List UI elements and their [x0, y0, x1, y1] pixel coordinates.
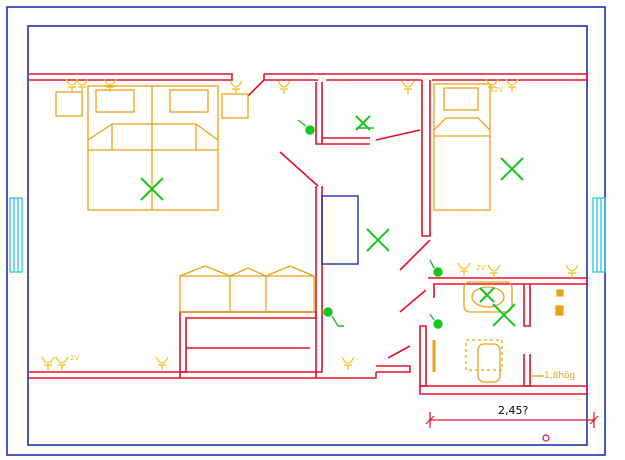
- switch-icon: [429, 313, 443, 329]
- wardrobe: [179, 265, 315, 313]
- outlet-icon: [565, 264, 579, 278]
- walls: [28, 73, 588, 395]
- outlet-tag-left: 2V: [70, 354, 79, 362]
- outlet-tag-right: 2V: [494, 86, 503, 94]
- x-cross-icon: [366, 228, 390, 252]
- dimension-line: [425, 412, 599, 442]
- switch-icon: [297, 119, 315, 135]
- south-wall: [28, 365, 588, 395]
- outlet-icon: [485, 78, 499, 92]
- outlet-icon: [457, 262, 471, 276]
- dimension-label: 2,45?: [498, 404, 528, 417]
- wall-outlets: [41, 78, 579, 370]
- toilet: [465, 339, 503, 383]
- x-cross-icon: [500, 157, 524, 181]
- door-swing-lines: [247, 79, 411, 359]
- outlet-icon: [41, 356, 55, 370]
- outlet-tag-bath: 2V: [476, 264, 485, 272]
- double-bed: [87, 85, 219, 211]
- outlet-icon: [65, 78, 79, 92]
- ceiling-lights: [140, 115, 524, 327]
- window-left: [9, 197, 23, 273]
- single-bed: [433, 83, 491, 211]
- nightstand-right: [221, 93, 249, 119]
- windows: [9, 197, 606, 273]
- bath-sink: [463, 281, 513, 313]
- closet-walls: [179, 311, 317, 373]
- marker-circle: [542, 434, 550, 442]
- bath-fixture: [555, 289, 564, 316]
- outlet-icon: [401, 80, 415, 94]
- closet-box: [321, 195, 359, 265]
- window-right: [592, 197, 606, 273]
- outlet-icon: [341, 356, 355, 370]
- height-note-label: 1,8hög: [544, 371, 575, 381]
- switch-icon: [323, 307, 344, 327]
- corridor-walls: [279, 80, 431, 373]
- switches: [297, 119, 443, 329]
- x-cross-icon: [479, 287, 495, 303]
- nightstand-left: [55, 91, 83, 117]
- outlet-icon: [505, 78, 519, 92]
- outlet-icon: [75, 78, 89, 92]
- furniture: [55, 83, 564, 383]
- inner-border: [27, 25, 588, 446]
- north-wall: [28, 73, 588, 81]
- outlet-icon: [103, 78, 117, 92]
- outlet-icon: [487, 264, 501, 278]
- x-cross-icon: [140, 177, 164, 201]
- outlet-icon: [155, 356, 169, 370]
- switch-icon: [429, 259, 443, 277]
- bathroom-walls: [399, 277, 588, 387]
- x-cross-icon: [492, 303, 516, 327]
- outlet-icon: [55, 356, 69, 370]
- outlet-icon: [277, 80, 291, 94]
- outlet-icon: [229, 80, 243, 94]
